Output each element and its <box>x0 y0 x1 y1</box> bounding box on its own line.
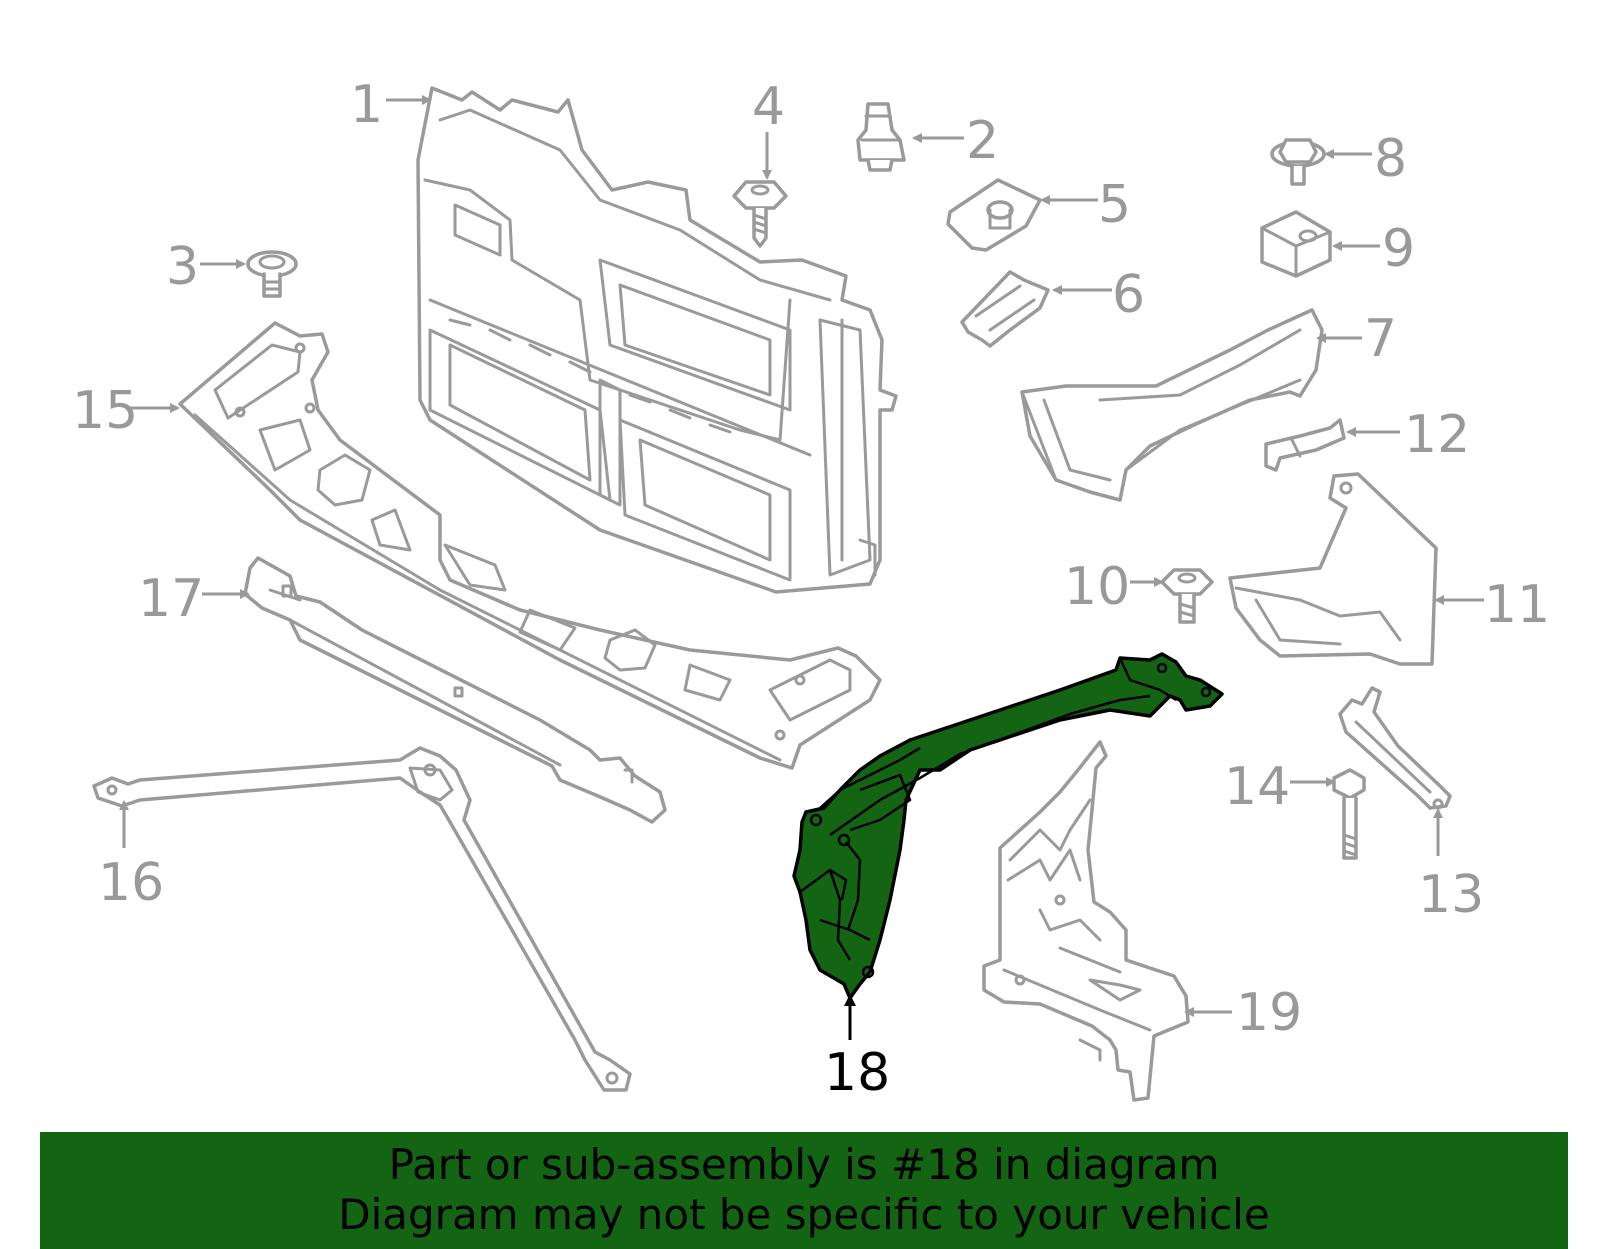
part-4-screw <box>732 180 788 248</box>
part-17-lower-bar <box>243 556 667 824</box>
callout-8: 8 <box>1374 129 1407 189</box>
part-12-bracket <box>1264 418 1346 472</box>
part-7-air-duct <box>1020 308 1324 502</box>
callout-3: 3 <box>166 237 199 297</box>
callout-17: 17 <box>138 569 204 629</box>
part-19-side-bracket <box>982 740 1190 1102</box>
callout-16: 16 <box>98 853 164 913</box>
callout-labels: 1 2 3 4 5 6 7 8 9 10 11 12 13 14 15 16 1… <box>72 75 1550 1103</box>
banner-line-2: Diagram may not be specific to your vehi… <box>338 1190 1270 1239</box>
callout-10: 10 <box>1064 557 1130 617</box>
callout-1: 1 <box>350 75 383 135</box>
callout-6: 6 <box>1112 265 1145 325</box>
banner-line-1: Part or sub-assembly is #18 in diagram <box>388 1140 1220 1189</box>
part-10-bolt <box>1160 568 1214 624</box>
callout-2: 2 <box>966 111 999 171</box>
part-14-bolt <box>1332 768 1366 860</box>
info-banner: Part or sub-assembly is #18 in diagram D… <box>40 1132 1568 1249</box>
callout-14: 14 <box>1224 757 1290 817</box>
callout-11: 11 <box>1484 575 1550 635</box>
callout-4: 4 <box>752 77 785 137</box>
leader-arrows <box>119 95 1484 1040</box>
part-13-bracket <box>1338 686 1452 810</box>
part-6-clip <box>960 270 1050 348</box>
part-18-highlighted <box>792 652 1224 1000</box>
part-2-grommet <box>856 102 906 172</box>
callout-19: 19 <box>1236 983 1302 1043</box>
callout-5: 5 <box>1098 175 1131 235</box>
part-11-side-panel <box>1228 472 1438 666</box>
callout-7: 7 <box>1364 309 1397 369</box>
part-8-bolt <box>1270 138 1326 186</box>
part-3-clip <box>246 250 298 298</box>
part-15-tie-bar <box>178 321 882 770</box>
callout-15: 15 <box>72 381 138 441</box>
part-16-brace <box>92 746 632 1092</box>
part-5-clip-nut <box>946 178 1042 252</box>
callout-13: 13 <box>1418 865 1484 925</box>
callout-18: 18 <box>824 1043 890 1103</box>
part-1-frame <box>416 86 898 594</box>
callout-12: 12 <box>1404 405 1470 465</box>
callout-9: 9 <box>1382 219 1415 279</box>
part-9-nut-block <box>1260 210 1332 278</box>
